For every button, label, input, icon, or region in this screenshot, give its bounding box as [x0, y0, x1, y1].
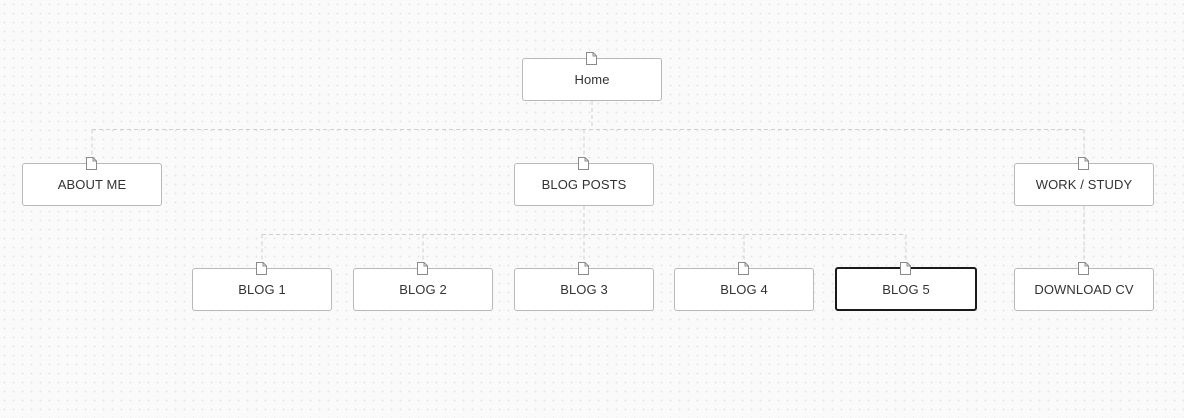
- page-icon: [586, 52, 597, 65]
- page-icon: [1078, 157, 1089, 170]
- node-blog-5[interactable]: BLOG 5: [835, 262, 977, 311]
- node-blog-1[interactable]: BLOG 1: [192, 262, 332, 311]
- node-label: BLOG 3: [560, 282, 608, 297]
- node-work-study[interactable]: WORK / STUDY: [1014, 157, 1154, 206]
- node-blog-3[interactable]: BLOG 3: [514, 262, 654, 311]
- page-icon: [900, 262, 911, 275]
- node-label: BLOG 4: [720, 282, 768, 297]
- node-label: Home: [574, 72, 610, 87]
- node-home[interactable]: Home: [522, 52, 662, 101]
- page-icon: [578, 262, 589, 275]
- node-label: BLOG POSTS: [541, 177, 627, 192]
- node-label: BLOG 2: [399, 282, 447, 297]
- node-blog-posts[interactable]: BLOG POSTS: [514, 157, 654, 206]
- node-blog-2[interactable]: BLOG 2: [353, 262, 493, 311]
- page-icon: [578, 157, 589, 170]
- node-label: ABOUT ME: [57, 177, 127, 192]
- page-icon: [256, 262, 267, 275]
- page-icon: [738, 262, 749, 275]
- node-blog-4[interactable]: BLOG 4: [674, 262, 814, 311]
- node-label: BLOG 5: [882, 281, 930, 297]
- node-label: WORK / STUDY: [1035, 177, 1133, 192]
- page-icon: [86, 157, 97, 170]
- node-download-cv[interactable]: DOWNLOAD CV: [1014, 262, 1154, 311]
- node-label: DOWNLOAD CV: [1034, 282, 1134, 297]
- node-label: BLOG 1: [238, 282, 286, 297]
- page-icon: [1078, 262, 1089, 275]
- page-icon: [417, 262, 428, 275]
- node-about-me[interactable]: ABOUT ME: [22, 157, 162, 206]
